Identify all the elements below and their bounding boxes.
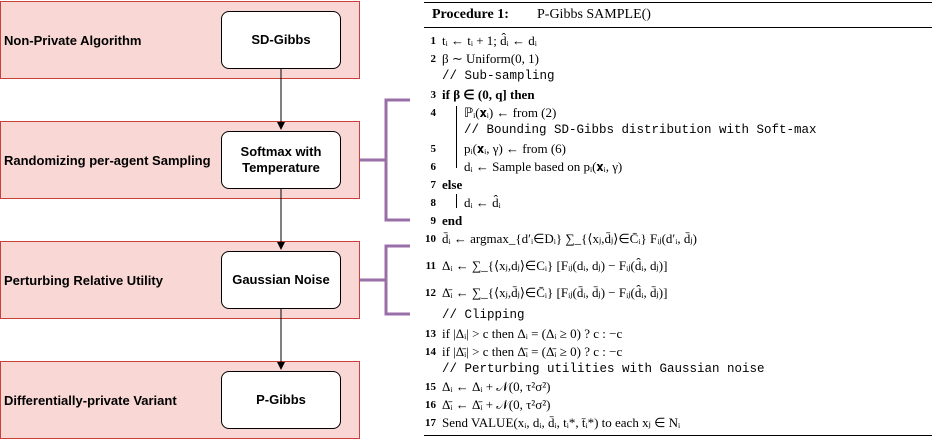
line-code: else	[442, 177, 463, 192]
line-number: 12	[425, 287, 436, 299]
line-code: Δ̄ᵢ ← ∑_{⟨xⱼ,d̄ⱼ⟩∈C̄ᵢ} [Fᵢⱼ(d̄ᵢ, d̄ⱼ) − …	[442, 285, 668, 300]
line-comment: // Sub-sampling	[442, 69, 555, 83]
row-label: Non-Private Algorithm	[4, 32, 142, 48]
line-code: dᵢ ← Sample based on pᵢ(𝐱ᵢ, γ)	[464, 159, 623, 174]
line-number: 15	[425, 381, 436, 393]
box-sd-gibbs: SD-Gibbs	[221, 11, 341, 69]
line-number: 17	[425, 417, 436, 429]
line-number: 10	[425, 233, 436, 245]
line-code: Δᵢ ← ∑_{⟨xⱼ,dⱼ⟩∈Cᵢ} [Fᵢⱼ(dᵢ, dⱼ) − Fᵢⱼ(d…	[442, 258, 668, 273]
line-number: 6	[430, 161, 437, 173]
line-number: 2	[430, 53, 437, 65]
line-number: 11	[425, 260, 436, 272]
line-code: if |Δ̄ᵢ| > c then Δ̄ᵢ = (Δ̄ᵢ ≥ 0) ? c : …	[442, 344, 623, 359]
else-block-bar	[456, 194, 457, 208]
bracket-gaussian	[360, 244, 410, 316]
line-code: end	[442, 213, 463, 228]
line-number: 1	[430, 35, 437, 47]
line-comment: // Clipping	[442, 308, 525, 322]
box-gaussian-noise: Gaussian Noise	[221, 251, 341, 309]
line-number: 16	[425, 399, 436, 411]
line-code: β ∼ Uniform(0, 1)	[442, 51, 539, 66]
line-code: Δᵢ ← Δᵢ + 𝒩(0, τ²σ²)	[442, 379, 551, 394]
row-label: Randomizing per-agent Sampling	[4, 152, 211, 168]
procedure-title: P-Gibbs SAMPLE()	[537, 7, 651, 22]
box-softmax: Softmax with Temperature	[221, 131, 341, 189]
procedure-label: Procedure 1:	[432, 7, 509, 22]
line-number: 4	[430, 107, 437, 119]
line-number: 9	[430, 215, 437, 227]
row-label: Perturbing Relative Utility	[4, 272, 163, 288]
procedure-panel: Procedure 1: P-Gibbs SAMPLE() 1 tᵢ ← tᵢ …	[424, 2, 934, 440]
line-number: 7	[430, 179, 437, 191]
line-code: if |Δᵢ| > c then Δᵢ = (Δᵢ ≥ 0) ? c : −c	[442, 326, 623, 341]
line-code: ℙᵢ(𝐱ᵢ) ← from (2)	[464, 105, 557, 120]
line-code: if β ∈ (0, q] then	[442, 87, 535, 102]
line-code: d̄ᵢ ← argmax_{d′ᵢ∈Dᵢ} ∑_{⟨xⱼ,d̄ⱼ⟩∈C̄ᵢ} F…	[442, 231, 697, 246]
line-number: 3	[430, 89, 437, 101]
line-code: dᵢ ← d̂ᵢ	[464, 195, 501, 210]
then-block-bar	[456, 106, 457, 168]
procedure-header: Procedure 1: P-Gibbs SAMPLE()	[424, 2, 932, 28]
line-code: pᵢ(𝐱ᵢ, γ) ← from (6)	[464, 141, 566, 156]
row-label: Differentially-private Variant	[4, 392, 177, 408]
bracket-softmax	[360, 98, 410, 222]
line-number: 13	[425, 328, 436, 340]
line-code: tᵢ ← tᵢ + 1; d̂ᵢ ← dᵢ	[442, 33, 537, 48]
box-p-gibbs: P-Gibbs	[221, 371, 341, 429]
line-number: 14	[425, 346, 436, 358]
line-number: 5	[430, 143, 437, 155]
line-code: Send VALUE(xᵢ, dᵢ, d̄ᵢ, tᵢ*, t̄ᵢ*) to ea…	[442, 415, 681, 430]
line-comment: // Bounding SD-Gibbs distribution with S…	[464, 123, 817, 137]
line-code: Δ̄ᵢ ← Δ̄ᵢ + 𝒩(0, τ²σ²)	[442, 397, 551, 412]
line-comment: // Perturbing utilities with Gaussian no…	[442, 362, 765, 376]
line-number: 8	[430, 197, 437, 209]
procedure-footer-rule	[424, 435, 932, 436]
